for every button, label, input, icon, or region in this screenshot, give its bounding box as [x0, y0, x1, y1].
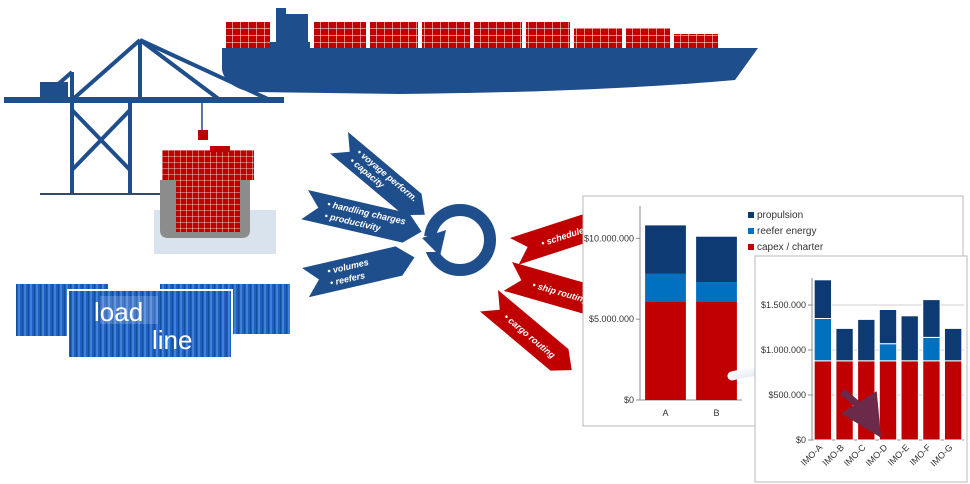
chart-2-bar-IMO-C-propulsion	[857, 318, 876, 362]
chart-2-bar-IMO-C-capex-charter	[857, 360, 876, 441]
chart-2-y-tick-label: $1.500.000	[761, 300, 806, 310]
chart-2-bar-IMO-F-propulsion	[922, 299, 941, 338]
logo-text-top: load	[94, 297, 143, 327]
chart-2-bar-IMO-G-propulsion	[943, 327, 963, 362]
chart-1-y-tick-label: $5.000.000	[589, 314, 634, 324]
chart-2-bar-IMO-E-capex-charter	[900, 360, 919, 441]
chart-2-bar-IMO-D-reefer-energy	[878, 343, 898, 362]
chart-1-legend-swatch	[748, 244, 754, 250]
chart-1-bar-B-capex-charter	[696, 301, 737, 400]
chart-2-bar-IMO-A-propulsion	[813, 279, 833, 319]
chart-1-bar-A-capex-charter	[645, 301, 686, 400]
chart-2-y-tick-label: $500.000	[768, 390, 806, 400]
chart-2-y-tick-label: $1.000.000	[761, 345, 806, 355]
chart-1-bar-A-propulsion	[645, 225, 686, 274]
chart-1-legend-label: reefer energy	[757, 226, 816, 237]
chart-2-bar-IMO-D-propulsion	[878, 309, 898, 345]
chart-1-legend-swatch	[748, 212, 754, 218]
cycle-arrow-icon	[422, 204, 496, 276]
chart-1-y-tick-label: $0	[624, 395, 634, 405]
chart-2-y-tick-label: $0	[796, 435, 806, 445]
chart-2-bar-IMO-F-reefer-energy	[922, 336, 941, 362]
chart-1-bar-A-reefer-energy	[645, 273, 686, 302]
chart-1-y-tick-label: $10.000.000	[584, 233, 634, 243]
containers-group	[16, 284, 290, 359]
container-stack-icon	[40, 146, 276, 254]
chart-1-legend-label: propulsion	[757, 210, 803, 221]
chart-2: $0$500.000$1.000.000$1.500.000 IMO-AIMO-…	[754, 255, 968, 483]
chart-1-legend-swatch	[748, 228, 754, 234]
chart-1-legend-label: capex / charter	[757, 242, 824, 253]
chart-2-bar-IMO-F-capex-charter	[922, 360, 941, 441]
chart-2-bar-IMO-A-capex-charter	[813, 360, 833, 441]
chart-1-bar-B-reefer-energy	[696, 281, 737, 302]
chart-1-x-tick-label: A	[662, 408, 668, 418]
loadline-logo: load line	[94, 296, 192, 355]
input-arrow-volumes: • volumes • reefers	[302, 246, 415, 298]
chart-1-x-tick-label: B	[713, 408, 719, 418]
chart-2-bar-IMO-B-propulsion	[835, 327, 854, 362]
chart-2-bar-IMO-A-reefer-energy	[813, 318, 833, 362]
ship-icon	[222, 8, 758, 94]
curved-arrow-head	[840, 389, 882, 438]
crane-cab	[40, 82, 68, 100]
chart-2-bar-IMO-G-capex-charter	[943, 360, 963, 441]
chart-1-bar-B-propulsion	[696, 236, 737, 282]
logo-text-bottom: line	[152, 325, 192, 355]
container-front	[67, 289, 233, 359]
chart-2-bar-IMO-E-propulsion	[900, 315, 919, 362]
hoisted-container	[198, 130, 208, 140]
chart-2-bar-IMO-D-capex-charter	[878, 360, 898, 441]
